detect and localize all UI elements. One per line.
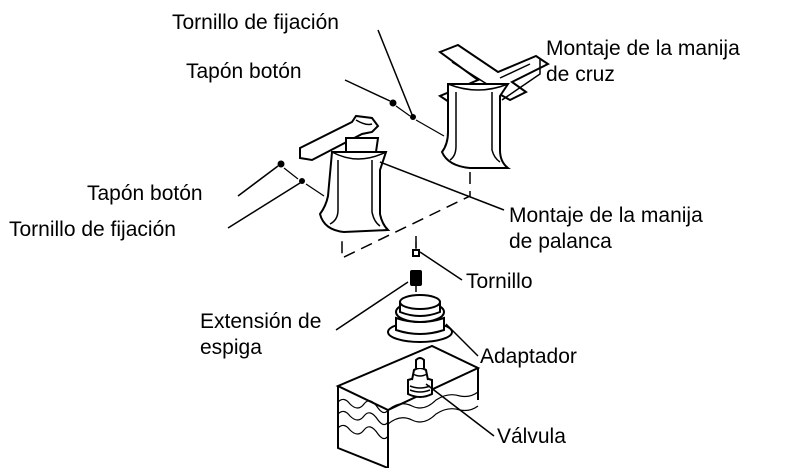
lever-handle-assembly bbox=[299, 114, 391, 234]
label-cross-handle-assembly-line2: de cruz bbox=[546, 63, 615, 86]
stem-extension-part bbox=[410, 270, 422, 286]
leader-lines bbox=[227, 29, 541, 437]
label-stem-extension-line1: Extensión de bbox=[200, 310, 322, 333]
adapter-part bbox=[387, 294, 453, 343]
valve-part bbox=[407, 357, 433, 398]
label-adapter: Adaptador bbox=[480, 345, 577, 368]
valve-block bbox=[335, 344, 481, 468]
label-cross-handle-assembly-line1: Montaje de la manija bbox=[546, 37, 740, 60]
button-caps-and-set-screws bbox=[277, 99, 416, 184]
label-set-screw-left: Tornillo de fijación bbox=[9, 218, 176, 241]
label-stem-extension-line2: espiga bbox=[200, 336, 262, 359]
label-set-screw-top: Tornillo de fijación bbox=[172, 11, 339, 34]
label-button-cap-left: Tapón botón bbox=[87, 182, 203, 205]
label-lever-handle-assembly-line1: Montaje de la manija bbox=[509, 204, 703, 227]
screw-part bbox=[412, 242, 420, 257]
label-valve: Válvula bbox=[497, 425, 566, 448]
label-lever-handle-assembly-line2: de palanca bbox=[509, 230, 612, 253]
label-screw: Tornillo bbox=[466, 270, 533, 293]
cross-handle-assembly bbox=[437, 43, 550, 169]
label-button-cap-top: Tapón botón bbox=[186, 60, 302, 83]
